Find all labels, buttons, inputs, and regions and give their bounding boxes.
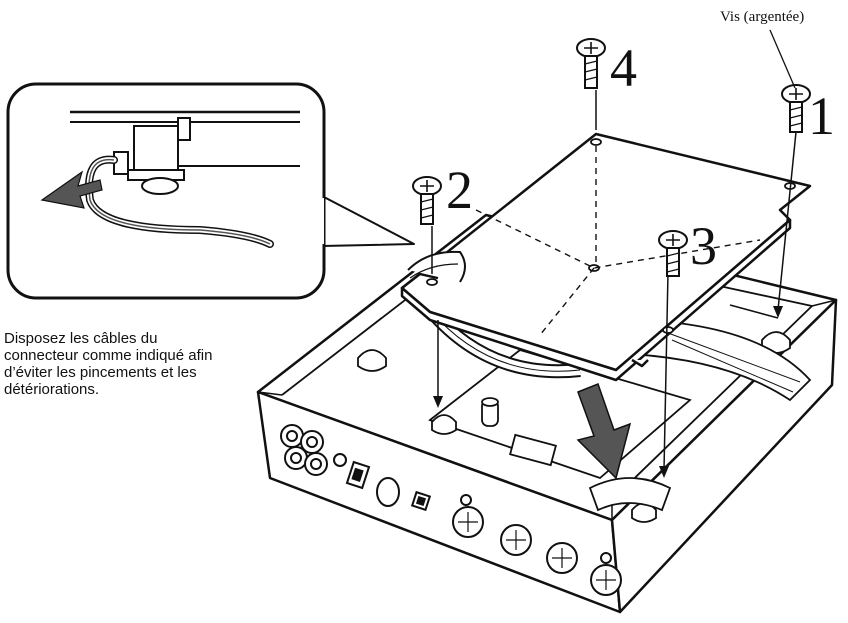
screw-1-icon	[781, 84, 811, 133]
screw-guides	[431, 90, 797, 471]
screw-4-icon	[576, 38, 606, 89]
standoff-left	[357, 349, 387, 372]
callout-pointer	[321, 195, 415, 247]
led	[333, 453, 347, 467]
hole-2	[426, 278, 438, 286]
front-panel-connectors	[280, 424, 622, 596]
hidden-edges	[475, 146, 761, 336]
board-edge	[400, 218, 792, 382]
hole-4	[590, 138, 602, 146]
screw-type-label: Vis (argentée)	[720, 9, 804, 25]
circuit-board-cover	[400, 132, 812, 382]
hole-3	[662, 326, 674, 334]
screw-2-icon	[412, 176, 442, 225]
screw-type-leader	[769, 29, 796, 89]
screw-icons	[412, 38, 811, 277]
screw-number-2: 2	[446, 160, 473, 220]
ribbon-cable-front	[588, 477, 672, 512]
insert-arrow	[576, 383, 632, 480]
callout-arrow	[40, 170, 103, 209]
chip	[509, 433, 557, 467]
dc-jack	[376, 477, 400, 507]
screw-number-4: 4	[610, 38, 637, 98]
cable-routing-caption: Disposez les câbles du connecteur comme …	[4, 330, 213, 398]
guide-arrowheads	[433, 306, 783, 478]
zoom-callout	[6, 82, 415, 300]
screw-number-1: 1	[808, 86, 835, 146]
screw-number-3: 3	[690, 216, 717, 276]
standoff-front-left	[431, 414, 457, 435]
screw-3-icon	[658, 230, 688, 277]
